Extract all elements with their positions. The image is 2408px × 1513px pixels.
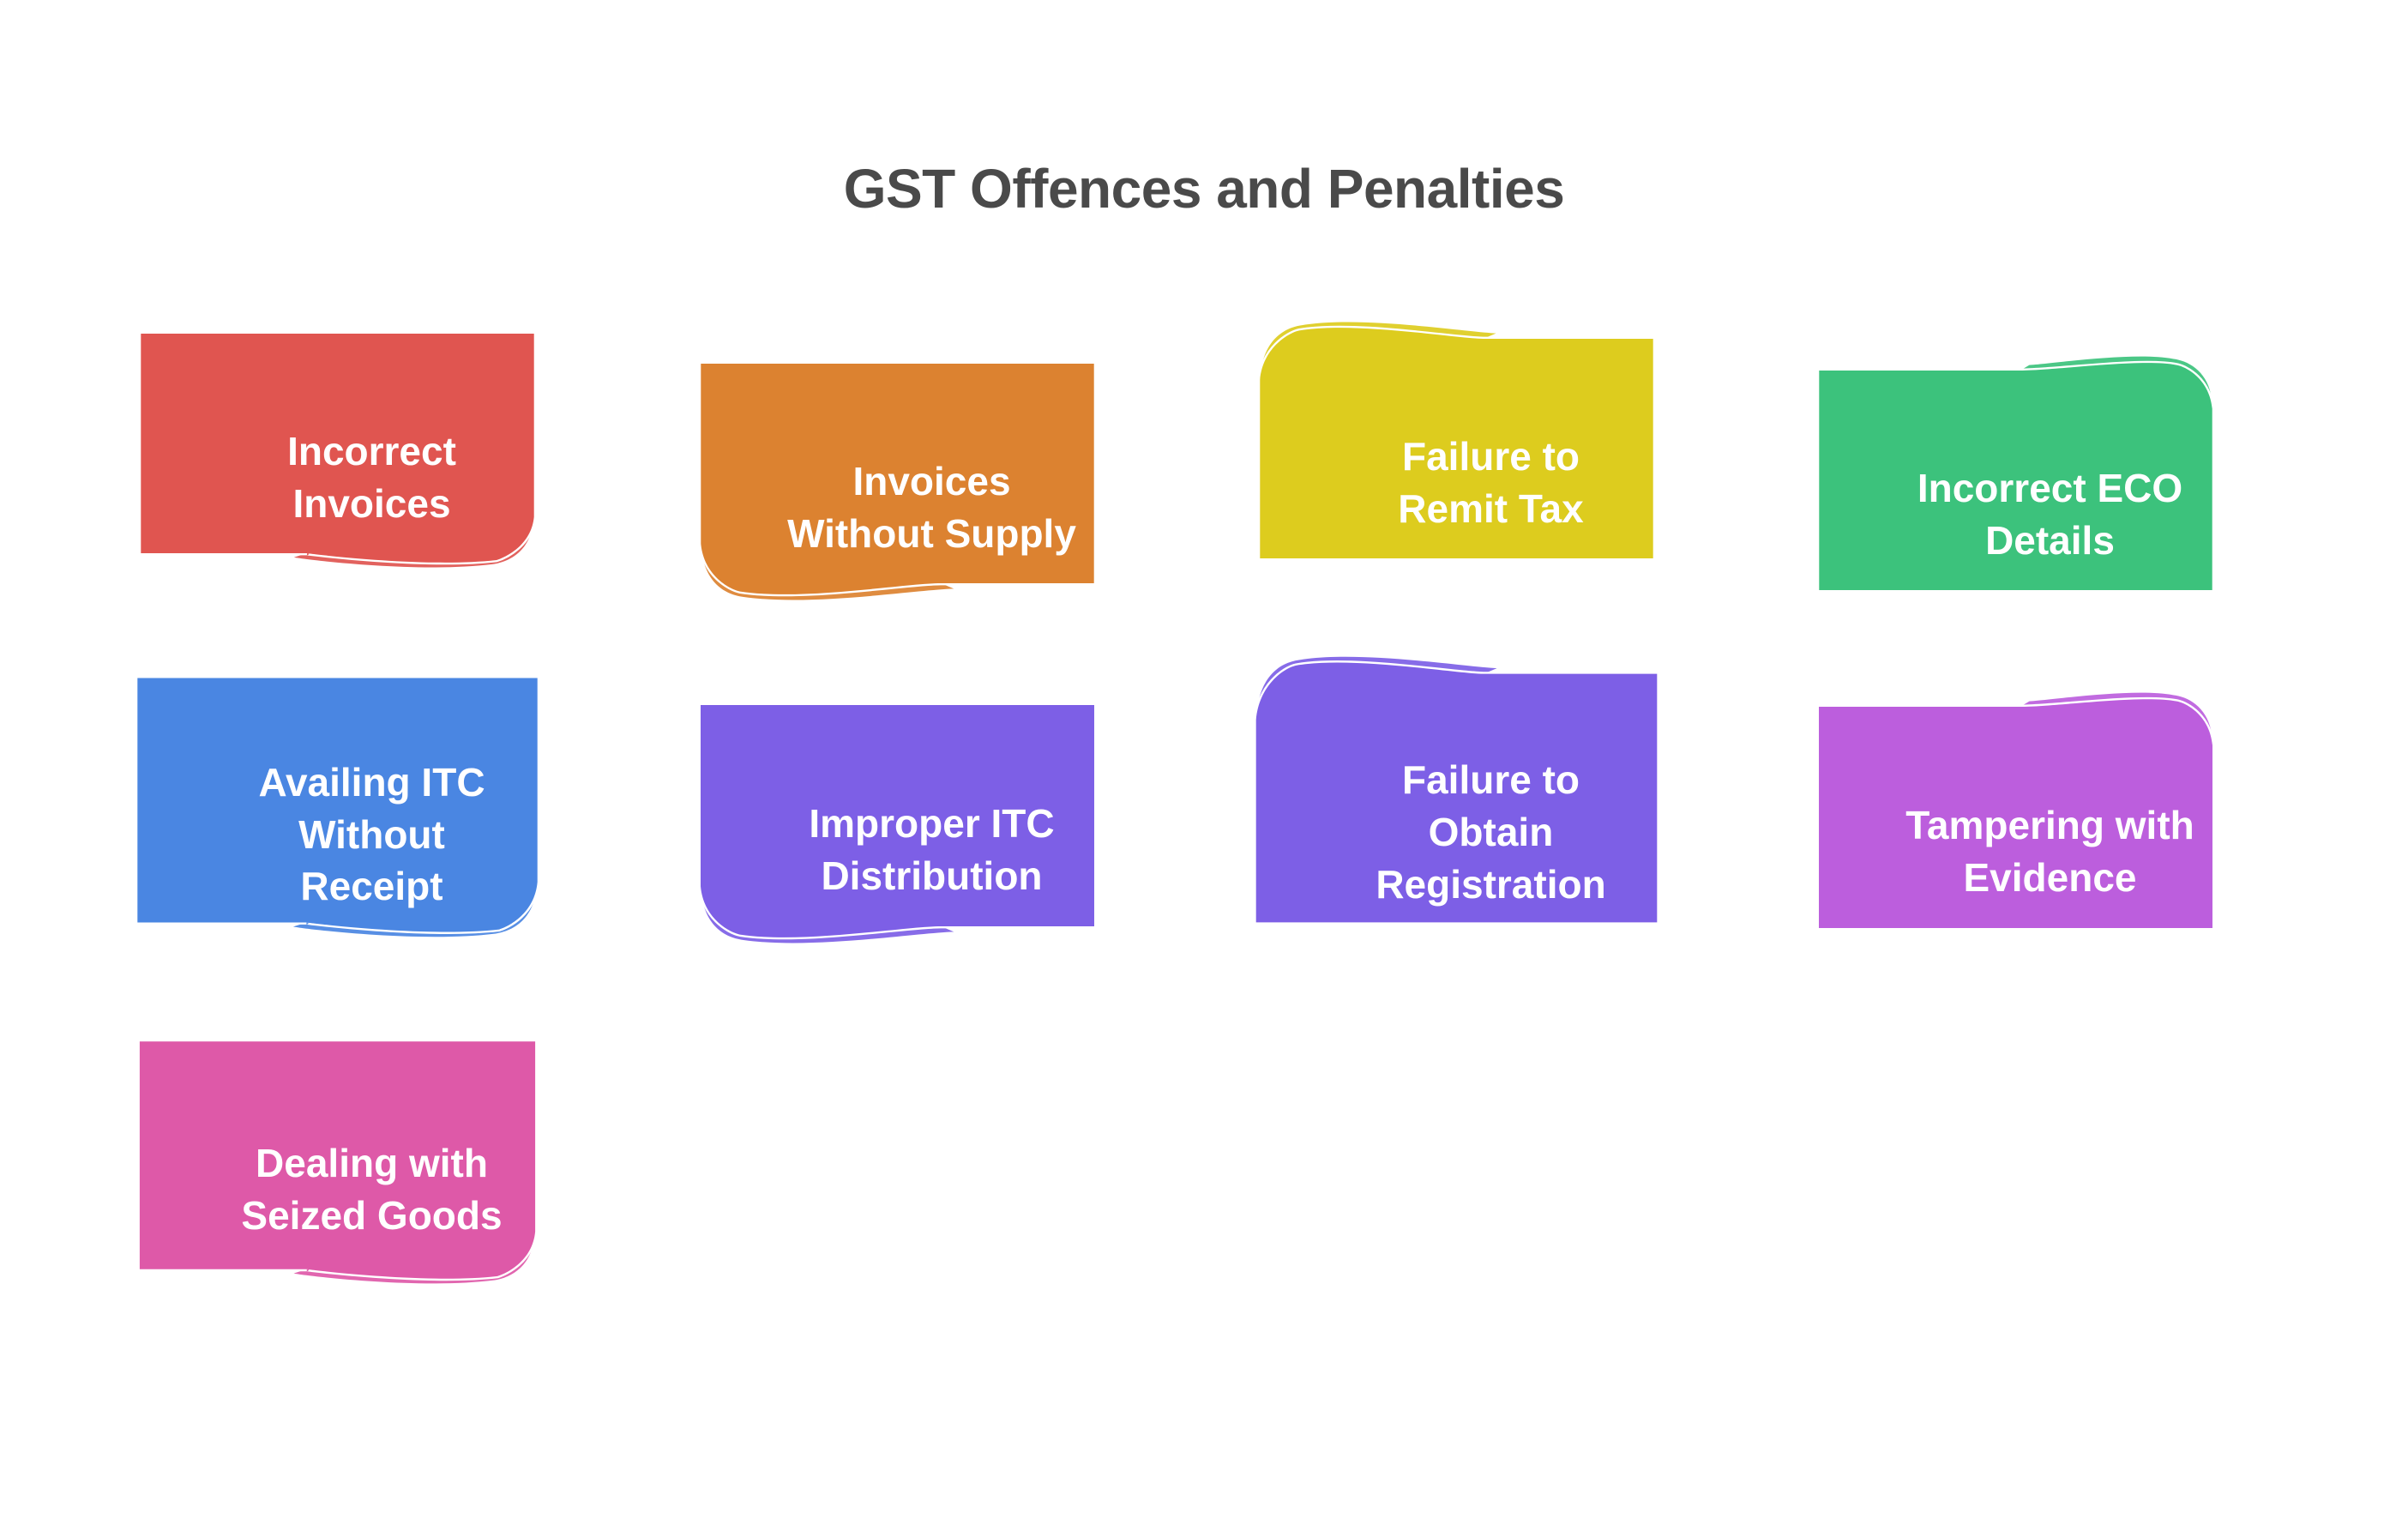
card-body-incorrect-invoices — [141, 334, 534, 563]
offence-card-availing-itc-without-receipt[interactable]: Availing ITC Without Receipt — [126, 676, 617, 985]
offence-card-label-dealing-with-seized-goods: Dealing with Seized Goods — [241, 1141, 503, 1238]
offence-card-improper-itc-distribution[interactable]: Improper ITC Distribution — [686, 702, 1177, 988]
offence-card-incorrect-eco-details[interactable]: Incorrect ECO Details — [1804, 356, 2296, 652]
card-shape-failure-to-obtain-registration — [1254, 656, 1659, 925]
card-shape-availing-itc-without-receipt — [135, 676, 540, 937]
card-shape-failure-to-remit-tax — [1257, 322, 1656, 561]
offence-card-incorrect-invoices[interactable]: Incorrect Invoices — [126, 331, 617, 615]
offence-card-label-availing-itc-without-receipt: Availing ITC Without Receipt — [258, 759, 485, 909]
offence-card-invoices-without-supply[interactable]: Invoices Without Supply — [686, 361, 1177, 645]
card-body-dealing-with-seized-goods — [139, 1041, 536, 1279]
card-body-availing-itc-without-receipt — [137, 678, 538, 932]
offence-card-label-invoices-without-supply: Invoices Without Supply — [787, 459, 1076, 556]
offence-card-label-tampering-with-evidence: Tampering with Evidence — [1905, 803, 2194, 900]
card-body-improper-itc-distribution — [701, 705, 1094, 937]
offence-card-tampering-with-evidence[interactable]: Tampering with Evidence — [1804, 692, 2296, 990]
offence-card-label-failure-to-remit-tax: Failure to Remit Tax — [1398, 434, 1584, 531]
card-shape-tampering-with-evidence — [1816, 692, 2215, 931]
card-body-failure-to-obtain-registration — [1255, 662, 1658, 923]
offence-card-failure-to-remit-tax[interactable]: Failure to Remit Tax — [1245, 322, 1737, 620]
card-body-invoices-without-supply — [701, 364, 1094, 594]
offence-card-label-incorrect-eco-details: Incorrect ECO Details — [1917, 466, 2183, 563]
card-body-failure-to-remit-tax — [1260, 328, 1653, 558]
card-shape-invoices-without-supply — [698, 361, 1097, 600]
offence-card-label-improper-itc-distribution: Improper ITC Distribution — [809, 801, 1055, 898]
offence-card-failure-to-obtain-registration[interactable]: Failure to Obtain Registration — [1245, 656, 1737, 985]
card-body-tampering-with-evidence — [1819, 699, 2212, 928]
offence-card-label-failure-to-obtain-registration: Failure to Obtain Registration — [1376, 757, 1606, 907]
card-body-incorrect-eco-details — [1819, 363, 2212, 590]
card-shape-dealing-with-seized-goods — [137, 1039, 538, 1284]
card-shape-improper-itc-distribution — [698, 702, 1097, 943]
offence-card-dealing-with-seized-goods[interactable]: Dealing with Seized Goods — [126, 1039, 617, 1331]
offence-card-label-incorrect-invoices: Incorrect Invoices — [287, 429, 456, 526]
card-shape-incorrect-invoices — [138, 331, 537, 568]
page-title: GST Offences and Penalties — [843, 157, 1565, 220]
card-shape-incorrect-eco-details — [1816, 356, 2215, 593]
